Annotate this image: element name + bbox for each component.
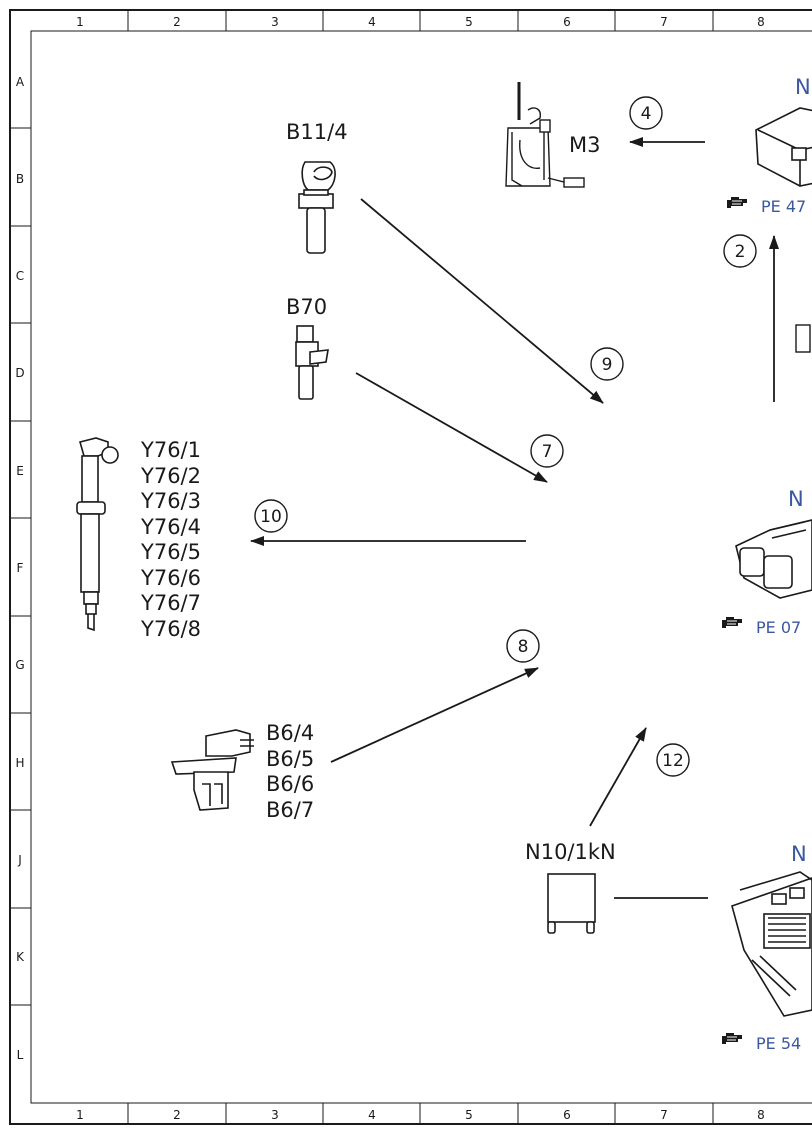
signal-badge-4: 4	[629, 96, 663, 130]
n-mid-component: N PE 07	[721, 487, 812, 637]
n-top-label: N	[795, 75, 811, 99]
m3-pump-icon	[505, 82, 585, 188]
col-label-top: 3	[271, 15, 279, 29]
signal-badge-10: 10	[254, 499, 288, 533]
col-label-top: 7	[660, 15, 668, 29]
hand-pointer-icon	[721, 616, 743, 629]
row-label: H	[15, 756, 24, 770]
hand-pointer-icon	[721, 1032, 743, 1045]
n-bot-component: N PE 54	[721, 842, 812, 1053]
y76-label: Y76/7	[140, 591, 201, 615]
b70-sensor-icon	[295, 325, 329, 400]
col-label-bottom: 7	[660, 1108, 668, 1122]
svg-text:4: 4	[641, 104, 652, 124]
row-label: E	[16, 464, 24, 478]
signal-badge-7: 7	[530, 434, 564, 468]
m3-component: M3	[505, 82, 600, 188]
n-bot-ecu-icon	[731, 871, 812, 1017]
b11-4-label: B11/4	[286, 120, 348, 144]
n10-relay-icon	[547, 873, 596, 934]
signal-badge-8: 8	[506, 629, 540, 663]
row-label: B	[16, 172, 24, 186]
col-label-bottom: 4	[368, 1108, 376, 1122]
y76-label: Y76/1	[140, 438, 201, 462]
col-label-top: 6	[563, 15, 571, 29]
n-mid-ref: PE 07	[756, 618, 801, 637]
m3-label: M3	[569, 133, 600, 157]
y76-injector-icon	[76, 437, 119, 632]
col-label-top: 2	[173, 15, 181, 29]
col-label-top: 8	[757, 15, 765, 29]
n-top-module-icon	[755, 107, 812, 187]
y76-component: Y76/1 Y76/2 Y76/3 Y76/4 Y76/5 Y76/6 Y76/…	[76, 437, 201, 641]
arrow-7	[355, 372, 548, 483]
b6-label: B6/4	[266, 721, 314, 745]
col-label-top: 5	[465, 15, 473, 29]
col-label-bottom: 5	[465, 1108, 473, 1122]
arrow-9	[360, 198, 604, 404]
row-label: J	[17, 853, 22, 867]
n-bot-ref: PE 54	[756, 1034, 801, 1053]
n-mid-label: N	[788, 487, 804, 511]
col-label-top: 1	[76, 15, 84, 29]
signal-badge-2: 2	[723, 234, 757, 268]
y76-label: Y76/2	[140, 464, 201, 488]
signal-arrows	[250, 137, 811, 899]
b70-component: B70	[286, 295, 329, 400]
y76-label: Y76/5	[140, 540, 201, 564]
arrow-12	[589, 727, 647, 827]
svg-text:12: 12	[662, 751, 684, 771]
col-label-bottom: 1	[76, 1108, 84, 1122]
n10-component: N10/1kN	[525, 840, 616, 934]
col-label-top: 4	[368, 15, 376, 29]
row-label: L	[17, 1048, 24, 1062]
frame	[9, 9, 812, 1125]
svg-text:8: 8	[518, 637, 529, 657]
arrow-8	[330, 667, 539, 763]
b6-label: B6/6	[266, 772, 314, 796]
row-label: A	[16, 75, 25, 89]
y76-label: Y76/3	[140, 489, 201, 513]
b6-label: B6/7	[266, 798, 314, 822]
y76-label: Y76/8	[140, 617, 201, 641]
row-label: F	[17, 561, 24, 575]
b6-sensor-icon	[170, 729, 254, 811]
svg-text:7: 7	[542, 442, 553, 462]
col-label-bottom: 8	[757, 1108, 765, 1122]
col-label-bottom: 3	[271, 1108, 279, 1122]
signal-badge-12: 12	[656, 743, 690, 777]
b11-4-sensor-icon	[298, 161, 336, 254]
col-label-bottom: 6	[563, 1108, 571, 1122]
row-label: C	[16, 269, 24, 283]
row-label: K	[16, 950, 25, 964]
n10-label: N10/1kN	[525, 840, 616, 864]
row-label: D	[15, 366, 24, 380]
n-top-ref: PE 47	[761, 197, 806, 216]
b6-component: B6/4 B6/5 B6/6 B6/7	[170, 721, 314, 822]
signal-badges: 4 2 9 7 10 8 12	[254, 96, 757, 777]
n-top-component: N PE 47	[726, 75, 812, 216]
n-bot-label: N	[791, 842, 807, 866]
row-ruler: A B C D E F G H J K L	[10, 75, 31, 1062]
b11-4-component: B11/4	[286, 120, 348, 254]
col-label-bottom: 2	[173, 1108, 181, 1122]
svg-text:10: 10	[260, 507, 282, 527]
svg-text:9: 9	[602, 355, 613, 375]
hand-pointer-icon	[726, 196, 748, 209]
b70-label: B70	[286, 295, 327, 319]
y76-label: Y76/6	[140, 566, 201, 590]
column-ruler: 1 2 3 4 5 6 7 8 1 2 3 4 5 6 7 8	[76, 10, 765, 1124]
signal-badge-9: 9	[590, 347, 624, 381]
b6-label: B6/5	[266, 747, 314, 771]
svg-text:2: 2	[735, 242, 746, 262]
row-label: G	[15, 658, 24, 672]
y76-label: Y76/4	[140, 515, 201, 539]
n-mid-ecu-icon	[735, 519, 812, 599]
